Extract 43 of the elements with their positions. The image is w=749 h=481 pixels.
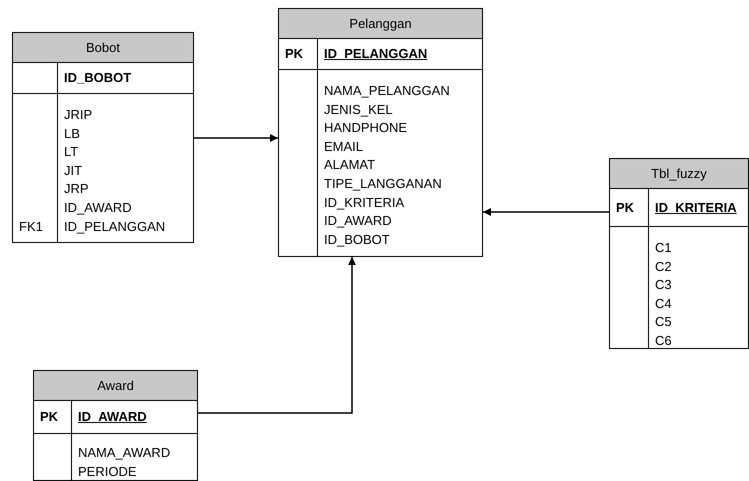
entity-table [278, 8, 483, 257]
column-name: ID_AWARD [324, 212, 392, 230]
entity-table [12, 32, 194, 243]
column-name: C5 [655, 313, 672, 332]
entity-table [33, 370, 198, 481]
table-title: Tbl_fuzzy [650, 164, 708, 183]
column-name: JRIP [64, 106, 92, 124]
column-name: ID_KRITERIA [324, 194, 404, 212]
column-name: JENIS_KEL [324, 100, 393, 119]
column-name: C3 [655, 276, 672, 294]
column-name: HANDPHONE [324, 119, 408, 138]
relationship-arrow [194, 134, 278, 142]
column-name: C2 [655, 258, 672, 276]
primary-key-field: ID_PELANGGAN [324, 45, 428, 64]
table-title: Bobot [85, 38, 121, 57]
key-label: PK [616, 198, 634, 217]
column-name: JIT [64, 162, 82, 180]
primary-key-field: ID_AWARD [78, 408, 147, 427]
table-title: Award [96, 376, 135, 395]
column-name: LT [64, 143, 78, 162]
primary-key-field: ID_KRITERIA [655, 198, 737, 218]
column-name: ALAMAT [324, 156, 376, 174]
column-name: EMAIL [324, 138, 364, 156]
relationship-arrow [483, 208, 609, 216]
column-name: C4 [655, 294, 672, 313]
primary-key-field: ID_BOBOT [64, 69, 132, 88]
entity-table [609, 158, 749, 349]
column-name: LB [64, 124, 80, 143]
column-name: ID_PELANGGAN [64, 218, 166, 236]
relationship-arrow [198, 257, 356, 414]
key-label: FK1 [19, 218, 43, 236]
column-name: C6 [655, 332, 672, 350]
table-title: Pelanggan [348, 14, 413, 33]
column-name: TIPE_LANGGANAN [324, 175, 442, 193]
key-label: PK [285, 45, 304, 64]
column-name: NAMA_PELANGGAN [324, 82, 450, 100]
key-label: PK [40, 408, 58, 426]
column-name: ID_AWARD [64, 199, 132, 217]
column-name: ID_BOBOT [324, 230, 390, 249]
column-name: C1 [655, 239, 672, 257]
column-name: PERIODE [78, 462, 137, 481]
column-name: NAMA_AWARD [78, 444, 170, 462]
column-name: JRP [64, 180, 89, 198]
